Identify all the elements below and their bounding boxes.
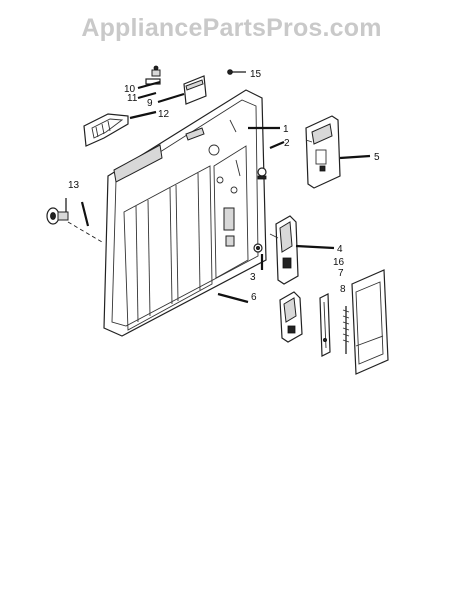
- callout-9: 9: [147, 98, 153, 109]
- callout-8: 8: [340, 284, 346, 295]
- small-button[interactable]: [257, 167, 267, 180]
- link-arm[interactable]: [319, 293, 331, 357]
- callout-2: 2: [284, 138, 290, 149]
- screw[interactable]: [227, 69, 246, 75]
- door-knob[interactable]: [46, 198, 103, 243]
- callout-7: 7: [338, 268, 344, 279]
- callout-3: 3: [250, 272, 256, 283]
- callout-12: 12: [158, 109, 170, 120]
- clip-parts[interactable]: [145, 65, 207, 105]
- leader-lines: [80, 80, 371, 304]
- callout-1: 1: [283, 124, 289, 135]
- callout-13: 13: [68, 180, 80, 191]
- callout-11: 11: [127, 93, 138, 104]
- side-cover[interactable]: [351, 269, 389, 375]
- callout-5: 5: [374, 152, 380, 163]
- spring[interactable]: [342, 306, 350, 354]
- inner-door-panel[interactable]: [103, 89, 267, 337]
- washer[interactable]: [253, 243, 263, 253]
- latch-assembly[interactable]: [305, 115, 341, 189]
- hinge-bracket[interactable]: [269, 215, 299, 285]
- callout-15: 15: [250, 69, 262, 80]
- callout-4: 4: [337, 244, 343, 255]
- callout-16: 16: [333, 257, 345, 268]
- site-watermark: AppliancePartsPros.com: [81, 14, 382, 42]
- callout-labels: 1 2 3 4 5 6 7 8 9 10 11 12 13 15 16: [68, 69, 380, 303]
- callout-10: 10: [124, 84, 136, 95]
- callout-6: 6: [251, 292, 257, 303]
- lower-hinge[interactable]: [279, 291, 303, 343]
- door-handle[interactable]: [83, 113, 129, 147]
